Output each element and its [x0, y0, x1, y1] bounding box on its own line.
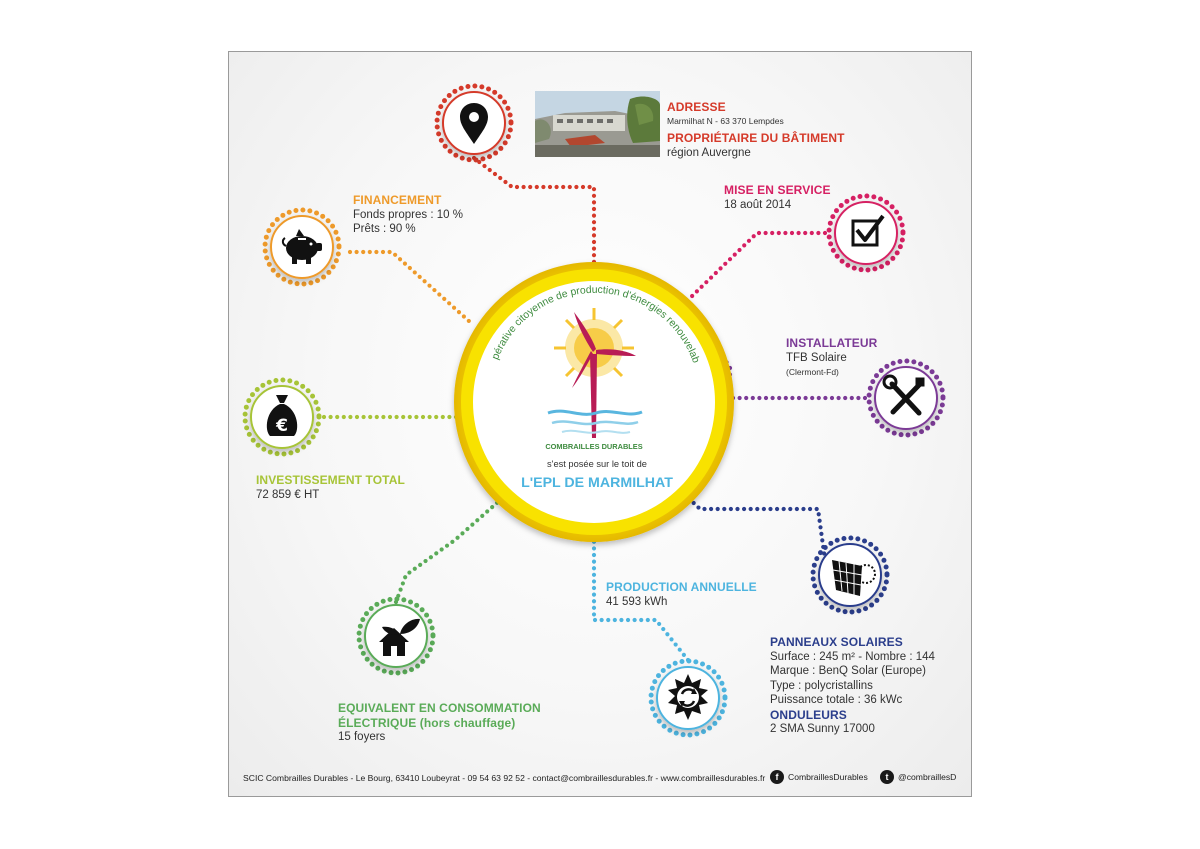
financement-line: Prêts : 90 %: [353, 223, 416, 235]
equivalent-heading: EQUIVALENT EN CONSOMMATION: [338, 701, 541, 715]
link-panneaux: [677, 487, 828, 563]
combrailles-logo: [547, 308, 643, 438]
node-equivalent: [356, 596, 436, 676]
svg-text:€: €: [275, 416, 288, 436]
panneaux-block: PANNEAUX SOLAIRES Surface : 245 m² - Nom…: [770, 635, 935, 737]
solar-panel-icon: [832, 560, 876, 596]
center-line: s'est posée sur le toit de: [547, 459, 647, 469]
production-value: 41 593 kWh: [606, 595, 668, 608]
production-heading: PRODUCTION ANNUELLE: [606, 580, 757, 594]
financement-heading: FINANCEMENT: [353, 193, 442, 207]
tools-icon: [882, 374, 925, 416]
link-equivalent: [393, 499, 501, 605]
equivalent-value: 15 foyers: [338, 731, 386, 743]
map-pin-icon: [460, 103, 488, 144]
mise-en-service-heading: MISE EN SERVICE: [724, 183, 831, 197]
node-mise-en-service: [826, 193, 906, 273]
installateur-block: INSTALLATEUR TFB Solaire (Clermont-Fd): [786, 336, 877, 380]
investissement-value: 72 859 € HT: [256, 488, 320, 501]
installateur-heading: INSTALLATEUR: [786, 336, 878, 350]
twitter-link[interactable]: t @combraillesD: [880, 770, 956, 784]
address-block: ADRESSE Marmilhat N - 63 370 Lempdes PRO…: [667, 100, 845, 160]
node-installateur: [866, 358, 946, 438]
node-financement: [262, 207, 342, 287]
installateur-sub: (Clermont-Fd): [786, 367, 839, 377]
piggy-bank-icon: [281, 229, 322, 264]
building-photo: [535, 91, 660, 157]
equivalent-heading: ÉLECTRIQUE (hors chauffage): [338, 715, 516, 730]
mise-en-service-block: MISE EN SERVICE 18 août 2014: [724, 183, 831, 212]
panneaux-line: Puissance totale : 36 kWc: [770, 694, 903, 706]
panneaux-line: Surface : 245 m² - Nombre : 144: [770, 650, 935, 663]
node-investissement: €: [242, 377, 322, 457]
address-heading: ADRESSE: [667, 100, 726, 114]
link-financement: [347, 249, 473, 325]
owner-heading: PROPRIÉTAIRE DU BÂTIMENT: [667, 131, 845, 145]
investissement-heading: INVESTISSEMENT TOTAL: [256, 473, 405, 487]
link-mise-en-service: [685, 230, 828, 303]
onduleurs-value: 2 SMA Sunny 17000: [770, 723, 875, 735]
financement-line: Fonds propres : 10 %: [353, 208, 463, 221]
investissement-block: INVESTISSEMENT TOTAL 72 859 € HT: [256, 473, 405, 502]
twitter-icon: t: [880, 770, 894, 784]
link-production: [591, 537, 691, 663]
twitter-label: @combraillesD: [898, 772, 957, 782]
production-block: PRODUCTION ANNUELLE 41 593 kWh: [606, 580, 757, 609]
sun-recycle-icon: [668, 674, 708, 720]
money-bag-icon: €: [266, 395, 298, 436]
link-address: [471, 155, 597, 275]
footer-contact: SCIC Combrailles Durables - Le Bourg, 63…: [243, 773, 766, 783]
node-panneaux: [810, 535, 890, 615]
address-value: Marmilhat N - 63 370 Lempdes: [667, 115, 784, 126]
panneaux-line: Type : polycristallins: [770, 679, 873, 692]
equivalent-block: EQUIVALENT EN CONSOMMATION ÉLECTRIQUE (h…: [338, 701, 541, 745]
center-title: L'EPL DE MARMILHAT: [521, 475, 673, 491]
installateur-value: TFB Solaire: [786, 351, 847, 364]
center-brand: COMBRAILLES DURABLES: [545, 442, 642, 451]
panneaux-heading: PANNEAUX SOLAIRES: [770, 635, 903, 649]
financement-block: FINANCEMENT Fonds propres : 10 % Prêts :…: [353, 193, 463, 237]
owner-value: région Auvergne: [667, 146, 751, 159]
onduleurs-heading: ONDULEURS: [770, 707, 847, 722]
mise-en-service-value: 18 août 2014: [724, 198, 792, 211]
node-production: [648, 658, 728, 738]
house-leaf-icon: [379, 618, 420, 656]
facebook-label: CombraillesDurables: [788, 772, 868, 782]
node-address: [434, 83, 514, 163]
facebook-icon: f: [770, 770, 784, 784]
facebook-link[interactable]: f CombraillesDurables: [770, 770, 868, 784]
panneaux-line: Marque : BenQ Solar (Europe): [770, 665, 926, 677]
checkbox-icon: [851, 214, 885, 247]
